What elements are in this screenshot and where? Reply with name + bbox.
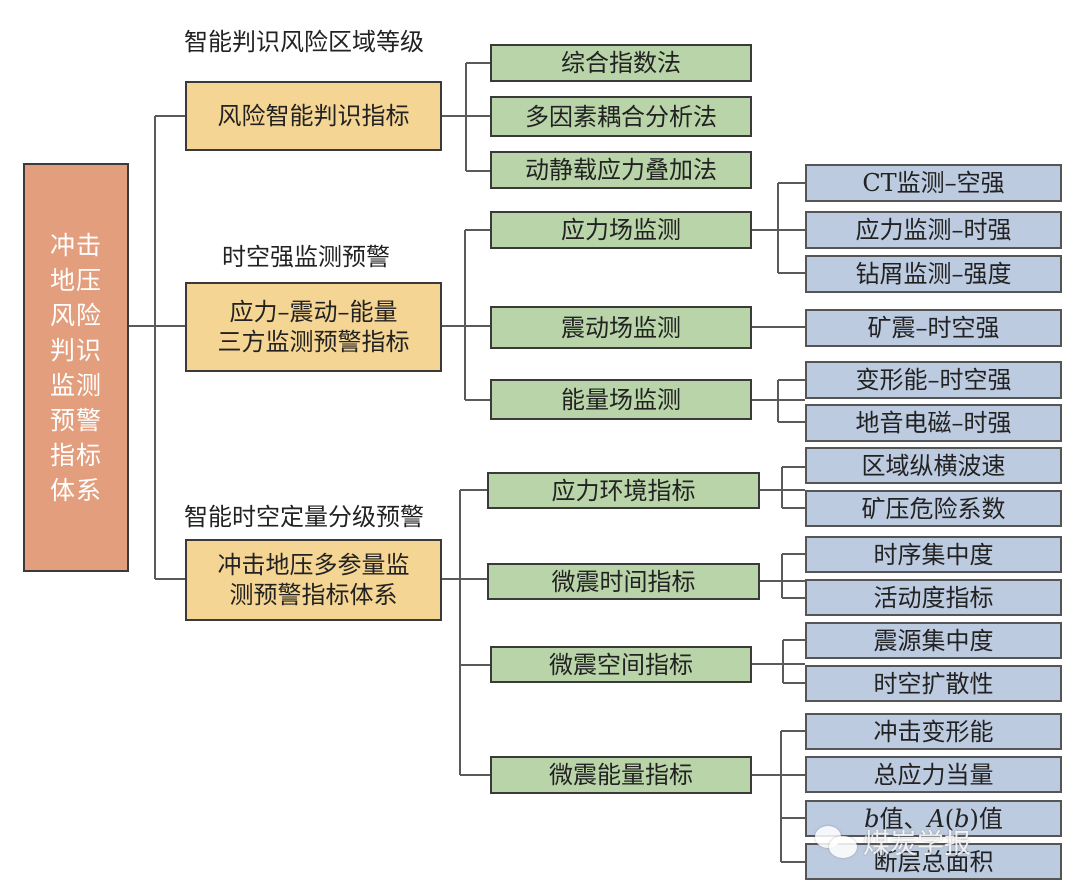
- level2-node: 多因素耦合分析法: [490, 96, 752, 137]
- level3-node: 断层总面积: [805, 843, 1062, 880]
- section-2-caption: 时空强监测预警: [222, 243, 390, 271]
- wechat-icon: [815, 825, 857, 858]
- level3-label: CT监测–空强: [862, 169, 1005, 197]
- level2-node: 应力场监测: [490, 211, 752, 249]
- level3-node: 时序集中度: [805, 536, 1062, 573]
- connector-s3-c1: [760, 466, 805, 509]
- level2-node: 震动场监测: [490, 306, 752, 349]
- level3-label: 矿震–时空强: [867, 314, 1000, 342]
- level3-node: 变形能–时空强: [805, 361, 1062, 399]
- level3-node: 时空扩散性: [805, 665, 1062, 702]
- connector-s3-c3: [752, 639, 805, 684]
- level2-label: 震动场监测: [561, 313, 681, 342]
- level1-label: 风险智能判识指标: [217, 102, 410, 130]
- connector-s3: [442, 489, 494, 776]
- level3-node: 活动度指标: [805, 579, 1062, 616]
- level1-label-line2: 三方监测预警指标: [217, 328, 410, 356]
- level2-node: 微震能量指标: [490, 756, 752, 794]
- level3-node: 钻屑监测–强度: [805, 255, 1062, 293]
- level2-node: 应力环境指标: [487, 472, 760, 509]
- level3-label: 震源集中度: [873, 626, 994, 655]
- level3-node: 地音电磁–时强: [805, 404, 1062, 442]
- connector-s1: [442, 62, 490, 172]
- level2-node: 动静载应力叠加法: [490, 151, 752, 189]
- watermark-text: 煤炭学报: [863, 829, 971, 860]
- paren-open: (: [944, 804, 955, 833]
- b-symbol: b: [954, 804, 970, 833]
- level3-label: 时空扩散性: [873, 669, 994, 698]
- level2-label: 微震空间指标: [549, 650, 693, 679]
- level1-label-line1: 应力–震动–能量: [229, 298, 398, 326]
- level2-node: 微震时间指标: [487, 563, 760, 600]
- level2-node: 能量场监测: [490, 379, 752, 420]
- bvalue-text-2: 值: [978, 804, 1003, 833]
- level1-label-line2: 测预警指标体系: [229, 581, 398, 609]
- level1-node-triple-monitoring: 应力–震动–能量 三方监测预警指标: [185, 282, 442, 372]
- a-symbol: A: [927, 804, 945, 833]
- level3-node: CT监测–空强: [805, 164, 1062, 202]
- level1-label-line1: 冲击地压多参量监: [217, 551, 410, 579]
- connector-s2-c3: [752, 379, 805, 423]
- connector-s3-c4: [752, 730, 805, 863]
- level3-label: 矿压危险系数: [861, 494, 1006, 523]
- level3-node: 区域纵横波速: [805, 447, 1062, 484]
- level2-label: 微震能量指标: [549, 761, 693, 789]
- level3-label: 时序集中度: [873, 540, 994, 569]
- level3-node: 矿压危险系数: [805, 490, 1062, 527]
- paren-close: ): [969, 804, 979, 833]
- level3-label: 区域纵横波速: [861, 451, 1006, 480]
- level3-label: 钻屑监测–强度: [855, 260, 1012, 288]
- level3-label: 冲击变形能: [873, 717, 994, 746]
- level3-node: 冲击变形能: [805, 713, 1062, 750]
- level2-label: 微震时间指标: [551, 567, 696, 596]
- b-symbol: b: [864, 804, 880, 833]
- root-label: 冲击地压风险判识监测预警指标体系: [49, 230, 102, 505]
- level3-node-bvalue: b值、A(b)值: [805, 800, 1062, 837]
- level3-label: 活动度指标: [873, 583, 994, 612]
- level3-label: 地音电磁–时强: [855, 409, 1012, 437]
- level2-label: 能量场监测: [561, 385, 681, 414]
- level2-label: 动静载应力叠加法: [525, 156, 717, 184]
- level2-label: 应力场监测: [561, 216, 681, 244]
- level2-label: 多因素耦合分析法: [525, 102, 717, 131]
- root-node: 冲击地压风险判识监测预警指标体系: [23, 163, 129, 572]
- section-3-caption: 智能时空定量分级预警: [184, 503, 424, 531]
- watermark: 煤炭学报: [815, 822, 971, 861]
- level2-node: 综合指数法: [490, 44, 752, 82]
- level3-node: 总应力当量: [805, 756, 1062, 793]
- connector-s2-c1: [752, 182, 805, 274]
- level3-node: 应力监测–时强: [805, 211, 1062, 249]
- section-1-caption: 智能判识风险区域等级: [184, 28, 424, 56]
- connector-s3-c2: [760, 553, 805, 599]
- connector-s2: [442, 229, 490, 401]
- level3-label: 总应力当量: [873, 760, 994, 789]
- level1-node-multiparameter: 冲击地压多参量监 测预警指标体系: [185, 539, 442, 621]
- bvalue-text: 值、: [879, 804, 928, 833]
- level3-label: 变形能–时空强: [855, 366, 1012, 394]
- level3-label: 断层总面积: [873, 847, 994, 876]
- level3-label-bvalue: b值、A(b)值: [864, 804, 1003, 834]
- level3-node: 矿震–时空强: [805, 309, 1062, 347]
- level2-node: 微震空间指标: [490, 646, 752, 683]
- level2-label: 应力环境指标: [551, 476, 696, 505]
- level3-node: 震源集中度: [805, 622, 1062, 659]
- level3-label: 应力监测–时强: [855, 216, 1012, 244]
- level1-node-risk-identification: 风险智能判识指标: [185, 81, 442, 151]
- level2-label: 综合指数法: [561, 49, 681, 77]
